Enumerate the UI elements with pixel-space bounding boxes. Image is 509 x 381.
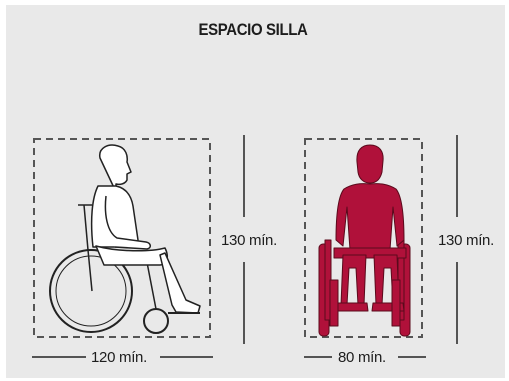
side-wheelchair-user bbox=[49, 144, 201, 334]
diagram-title: ESPACIO SILLA bbox=[198, 20, 308, 39]
side-width-label: 120 mín. bbox=[91, 349, 147, 366]
front-width-label: 80 mín. bbox=[338, 349, 386, 366]
side-caster-wheel bbox=[143, 308, 169, 334]
side-height-label: 130 mín. bbox=[221, 232, 277, 249]
front-space-box bbox=[304, 138, 423, 338]
side-space-box bbox=[33, 138, 211, 338]
front-height-label: 130 mín. bbox=[438, 232, 494, 249]
front-wheelchair-user bbox=[318, 144, 411, 337]
